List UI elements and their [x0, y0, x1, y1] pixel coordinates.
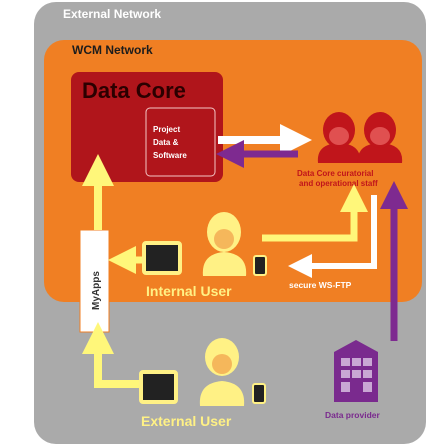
person-icon [317, 112, 361, 163]
project-data-line-2: Data & [153, 138, 179, 147]
project-data-software-box [145, 107, 216, 177]
laptop-icon [142, 241, 182, 275]
wcm-network-label: WCM Network [72, 43, 153, 57]
person-icon [202, 212, 247, 276]
myapps-label: MyApps [91, 271, 102, 310]
building-icon [334, 340, 378, 402]
arrow-icon [82, 322, 142, 388]
phone-icon [252, 383, 266, 404]
data-provider-label: Data provider [325, 410, 380, 420]
person-icon [199, 338, 245, 406]
staff-label-line-2: and operational staff [299, 179, 378, 188]
internal-user-label: Internal User [146, 283, 232, 299]
staff-label-line-1: Data Core curatorial [297, 169, 373, 178]
external-network-label: External Network [63, 7, 161, 21]
laptop-icon [139, 370, 178, 404]
arrow-icon [262, 184, 368, 242]
external-user-label: External User [141, 413, 232, 429]
secure-transfer-label: secure WS-FTP [289, 280, 352, 290]
project-data-line-3: Software [153, 151, 187, 160]
person-icon [357, 112, 403, 163]
project-data-line-1: Project [153, 125, 180, 134]
arrow-icon [288, 195, 377, 278]
phone-icon [253, 255, 267, 276]
myapps-box [79, 229, 110, 333]
data-core-title: Data Core [82, 78, 186, 103]
